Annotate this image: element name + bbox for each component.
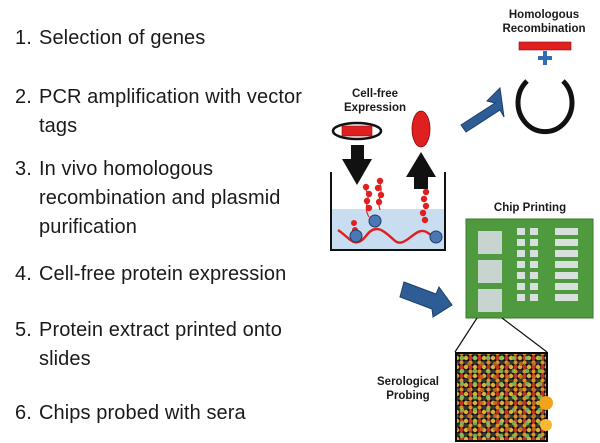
serological-probing-label: Serological Probing — [377, 376, 439, 402]
step-5: 5.Protein extract printed onto slides — [15, 319, 282, 370]
chip-printing-label: Chip Printing — [493, 202, 567, 214]
reaction-tube — [330, 172, 446, 251]
blue-arrow-to-chip-icon — [399, 281, 453, 318]
microarray-image — [455, 352, 553, 442]
step-6: 6.Chips probed with sera — [15, 402, 246, 424]
step-4: 4.Cell-free protein expression — [15, 263, 287, 285]
step-1: 1.Selection of genes — [15, 27, 206, 49]
plasmid-ring-icon — [515, 79, 575, 135]
printed-chip — [465, 218, 594, 319]
step-2: 2.PCR amplification with vector tags — [15, 86, 302, 137]
step-list: 1.Selection of genes 2.PCR amplification… — [15, 27, 302, 424]
step-3: 3.In vivo homologous recombination and p… — [15, 158, 281, 238]
plus-icon — [538, 51, 552, 65]
ring-tag-icon — [331, 121, 383, 141]
cell-free-expression-label: Cell-free Expression — [344, 88, 406, 114]
black-arrow-down-icon — [342, 145, 372, 185]
protein-icon — [411, 110, 431, 148]
blue-arrow-icon — [460, 86, 505, 133]
homologous-recombination-label: Homologous Recombination — [502, 9, 586, 35]
red-tag-icon — [518, 41, 572, 51]
black-arrow-up-icon — [406, 152, 436, 189]
